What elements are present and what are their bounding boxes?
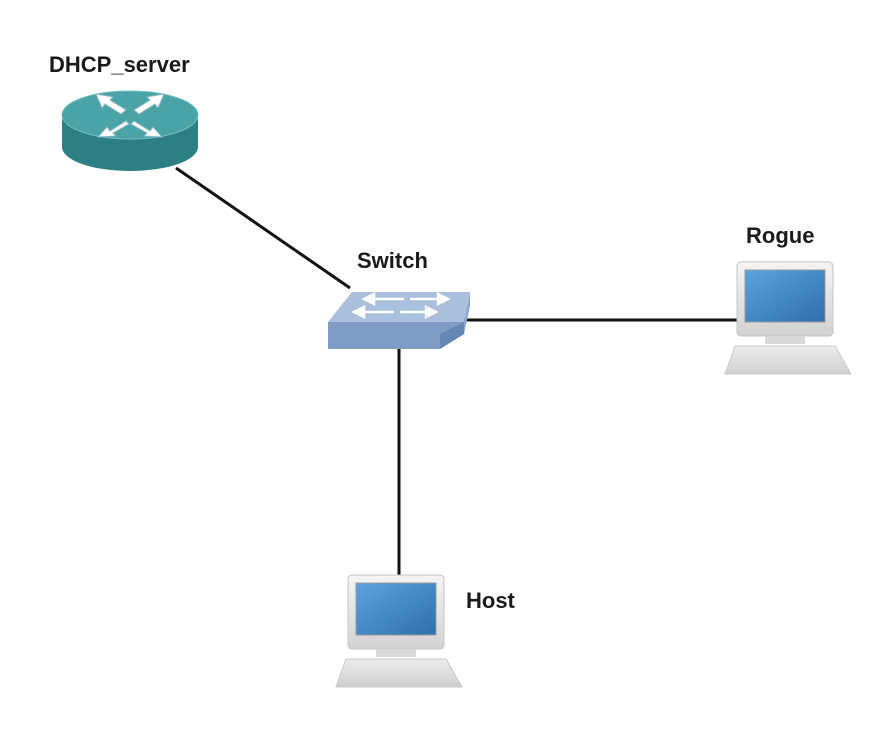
router-icon[interactable]	[61, 90, 199, 171]
link-dhcp-switch	[175, 166, 351, 290]
host-label: Host	[466, 588, 515, 613]
rogue-workstation-icon[interactable]	[724, 261, 852, 375]
host-workstation-icon[interactable]	[335, 574, 463, 688]
dhcp-server-label: DHCP_server	[49, 52, 190, 77]
switch-label: Switch	[357, 248, 428, 273]
links	[175, 166, 738, 578]
switch-icon[interactable]	[328, 291, 470, 349]
rogue-label: Rogue	[746, 223, 815, 248]
